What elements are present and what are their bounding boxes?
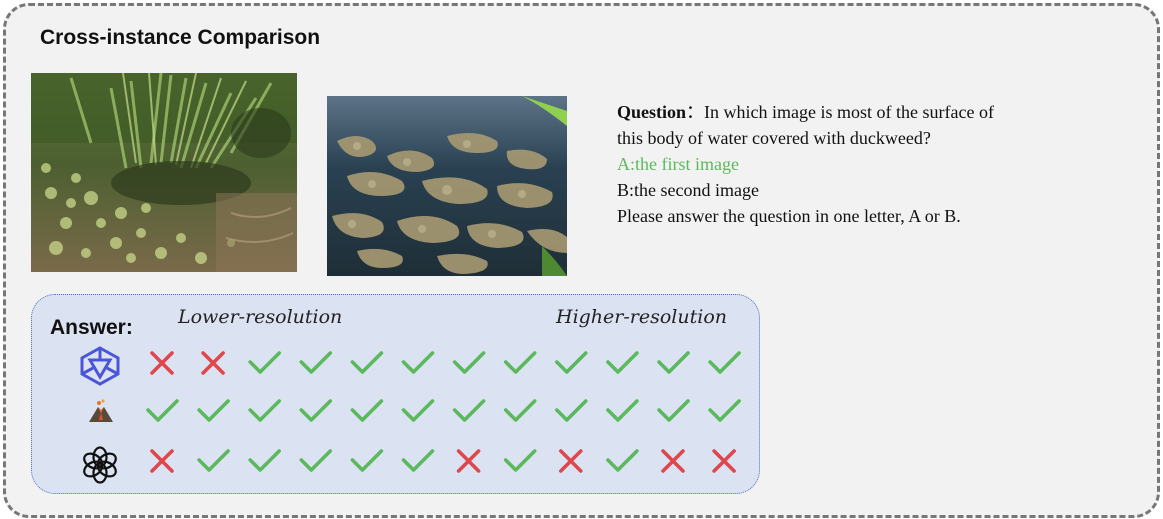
check-icon-r2-c10 — [606, 399, 639, 422]
question-line-2: this body of water covered with duckweed… — [617, 128, 931, 148]
check-icon-r2-c5 — [350, 399, 384, 422]
check-icon-r1-c9 — [555, 351, 588, 374]
check-icon-r1-c3 — [248, 351, 281, 374]
check-icon-r1-c6 — [401, 351, 435, 374]
question-block: Question：In which image is most of the s… — [617, 99, 1087, 229]
higher-resolution-label: Higher-resolution — [556, 306, 728, 328]
cross-icon-r1-c2 — [201, 351, 225, 375]
openai-logo-icon — [80, 445, 120, 490]
check-icon-r1-c11 — [657, 351, 690, 374]
question-line-1: Question：In which image is most of the s… — [617, 99, 1087, 125]
check-icon-r2-c2 — [197, 399, 230, 422]
question-colon: ： — [686, 102, 705, 122]
figure-title: Cross-instance Comparison — [40, 26, 321, 49]
cross-icon-r3-c1 — [150, 449, 174, 473]
check-icon-r2-c12 — [708, 399, 741, 422]
answer-panel — [31, 294, 760, 494]
answer-title: Answer: — [50, 316, 133, 339]
check-icon-r3-c5 — [350, 449, 384, 472]
qwen-logo-icon — [79, 346, 121, 391]
question-label: Question — [617, 102, 687, 122]
check-icon-r2-c11 — [657, 399, 690, 422]
cross-icon-r1-c1 — [150, 351, 174, 375]
cross-icon-r3-c11 — [661, 449, 685, 473]
cross-icon-r3-c7 — [456, 449, 481, 473]
check-icon-r2-c4 — [299, 399, 333, 422]
check-icon-r3-c4 — [299, 449, 333, 472]
check-icon-r1-c7 — [452, 351, 486, 374]
option-a: A:the first image — [617, 154, 739, 174]
cross-icon-r3-c12 — [712, 449, 736, 473]
question-text-1: In which image is most of the surface of — [704, 102, 994, 122]
check-icon-r3-c10 — [606, 449, 639, 472]
instruction: Please answer the question in one letter… — [617, 206, 961, 226]
check-icon-r3-c2 — [197, 449, 230, 472]
check-icon-r2-c1 — [146, 399, 179, 422]
check-icon-r1-c8 — [503, 351, 537, 374]
cross-icon-r3-c9 — [559, 449, 583, 473]
check-icon-r3-c6 — [401, 449, 435, 472]
first-image — [31, 73, 297, 272]
check-icon-r1-c5 — [350, 351, 384, 374]
check-icon-r2-c3 — [248, 399, 281, 422]
check-icon-r3-c3 — [248, 449, 281, 472]
check-icon-r1-c10 — [606, 351, 639, 374]
check-icon-r2-c9 — [555, 399, 588, 422]
check-icon-r3-c8 — [503, 449, 537, 472]
second-image — [327, 96, 567, 276]
check-icon-r2-c7 — [452, 399, 486, 422]
check-icon-r1-c12 — [708, 351, 741, 374]
check-icon-r1-c4 — [299, 351, 333, 374]
check-icon-r2-c6 — [401, 399, 435, 422]
lower-resolution-label: Lower-resolution — [178, 306, 343, 328]
check-icon-r2-c8 — [503, 399, 537, 422]
option-b: B:the second image — [617, 180, 759, 200]
volcano-logo-icon — [87, 398, 115, 429]
